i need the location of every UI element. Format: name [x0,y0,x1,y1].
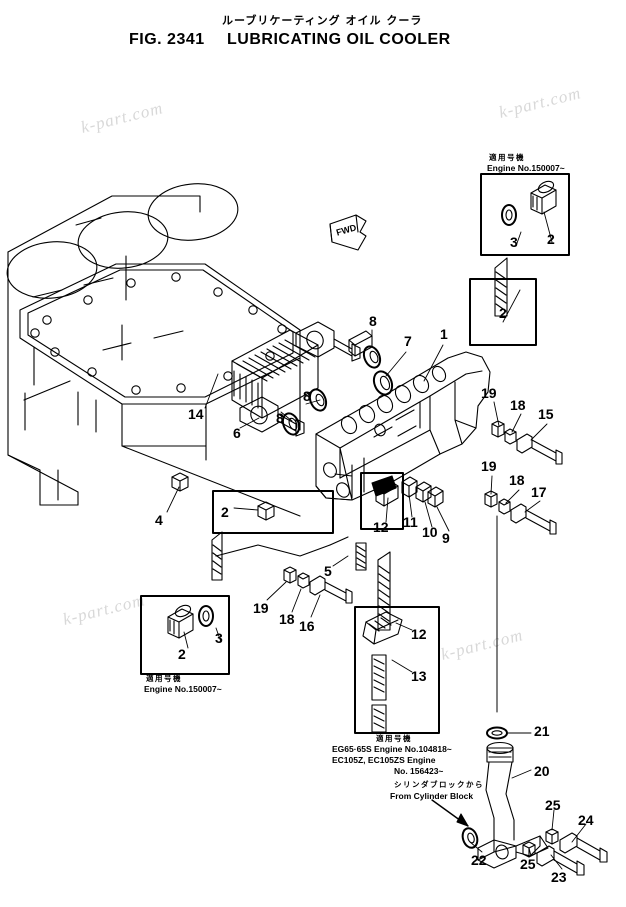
stud-5 [355,542,367,571]
callout-23: 23 [551,869,567,885]
flow-arrow [431,799,469,827]
diagram-jp-title: ルーブリケーティング オイル クーラ [222,14,423,27]
callout-6: 6 [233,425,241,441]
callout-8: 8 [369,313,377,329]
callout-19: 19 [253,600,269,616]
callout-16: 16 [299,618,315,634]
inset-bottom-left-contents [167,604,214,639]
callout-2: 2 [221,504,229,520]
inset-boxes [140,173,570,734]
bolt-group-17 [484,490,557,535]
callout-19: 19 [481,458,497,474]
oil-cooler-core-6 [231,321,361,437]
callout-21: 21 [534,723,550,739]
inset-top-right-en-note: Engine No.150007~ [487,163,565,173]
callout-2: 2 [499,305,507,321]
callout-25: 25 [520,856,536,872]
callout-25: 25 [545,797,561,813]
inset-box-part12 [360,472,404,530]
inset-center-jp-note: 適用号機 [376,734,412,743]
inset-box-center-bottom [354,606,440,734]
inset-box-mid-left [212,490,334,534]
inset-top-right-jp-note: 適用号機 [489,153,525,162]
stud-bottom-left-inset [211,531,223,581]
oil-cooler-housing-1 [315,351,491,501]
leader-lines [166,211,587,870]
inset-box-top-right [480,173,570,256]
inset-center-en-note-3: No. 156423~ [394,766,444,776]
callout-20: 20 [534,763,550,779]
stud-to-top-inset [494,257,508,317]
bolt-group-16 [283,566,353,604]
callout-8: 8 [303,388,311,404]
callout-12: 12 [373,519,389,535]
figure-number: FIG. 2341 [129,31,205,48]
callout-19: 19 [481,385,497,401]
callout-15: 15 [538,406,554,422]
bolt-group-15 [491,420,563,465]
bolt-group-23 [522,841,585,876]
nut-2-inset [257,501,275,521]
callout-14: 14 [188,406,204,422]
callout-4: 4 [155,512,163,528]
callout-9: 9 [442,530,450,546]
bolt-group-24 [545,828,608,863]
callout-8: 8 [276,410,284,426]
callout-2: 2 [178,646,186,662]
stud-13-arrow [377,551,391,631]
page-title: LUBRICATING OIL COOLER [227,31,451,48]
callout-13: 13 [411,668,427,684]
inset-center-bottom-contents [362,611,403,733]
engine-block-illustration [6,183,239,506]
inset-center-en-note-1: EG65·65S Engine No.104818~ [332,744,452,754]
callout-22: 22 [471,852,487,868]
o-ring-seals [281,345,394,436]
inset-bottom-left-en-note: Engine No.150007~ [144,684,222,694]
callout-1: 1 [440,326,448,342]
fwd-direction-tag [329,214,367,251]
callout-7: 7 [404,333,412,349]
callout-17: 17 [531,484,547,500]
callout-18: 18 [279,611,295,627]
inset-bottom-left-jp-note: 適用号機 [146,674,182,683]
callout-11: 11 [403,514,418,530]
flow-label-jp: シリンダブロックから [394,780,484,789]
inset-box-bottom-left [140,595,230,675]
callout-18: 18 [510,397,526,413]
oil-pipe-assembly-20 [461,515,549,869]
nut-4 [171,472,189,492]
callout-18: 18 [509,472,525,488]
flow-label-en: From Cylinder Block [390,791,474,801]
inset-part12-contents [371,475,397,497]
callout-24: 24 [578,812,594,828]
inset-top-right-contents [501,180,557,226]
callout-3: 3 [215,630,223,646]
callout-12: 12 [411,626,427,642]
callout-2: 2 [547,231,555,247]
inset-center-en-note-2: EC105Z, EC105ZS Engine [332,755,436,765]
inset-box-upper-right [469,278,537,346]
callout-3: 3 [510,234,518,250]
callout-10: 10 [422,524,438,540]
callout-5: 5 [324,563,332,579]
